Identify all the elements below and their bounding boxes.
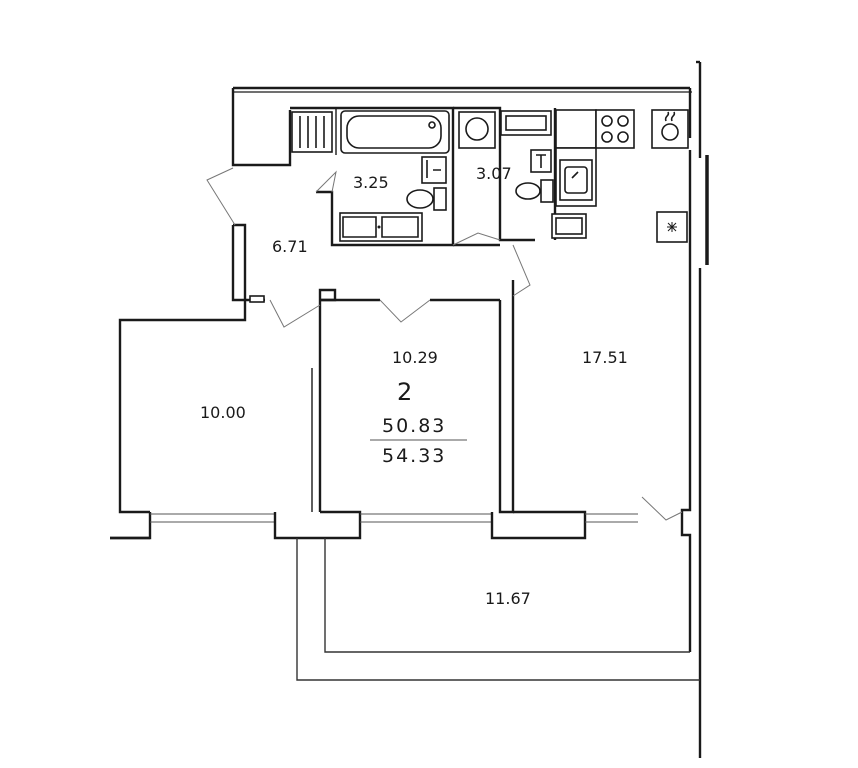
- washing-machine-icon: [551, 213, 587, 239]
- room-area-bathroom: 3.25: [353, 173, 389, 192]
- area-total: 54.33: [382, 445, 446, 467]
- radiator-icon: [291, 111, 333, 153]
- washing-machine-icon: [339, 212, 423, 242]
- toilet-icon: [406, 187, 447, 211]
- room-area-kitchen-living: 17.51: [582, 348, 628, 367]
- area-living: 50.83: [382, 415, 446, 437]
- room-area-wc: 3.07: [476, 164, 512, 183]
- room-area-hallway: 6.71: [272, 237, 308, 256]
- stove-icon: [595, 109, 635, 149]
- toilet-icon: [515, 179, 554, 203]
- room-area-bedroom-left: 10.00: [200, 403, 246, 422]
- room-area-balcony: 11.67: [485, 589, 531, 608]
- bathtub-icon: [340, 110, 450, 154]
- washbasin-icon: [421, 156, 447, 184]
- washbasin-icon: [500, 110, 552, 173]
- doors: [206, 167, 683, 521]
- rooms-count: 2: [397, 378, 412, 406]
- kitchen-sink-icon: [559, 159, 593, 201]
- room-area-bedroom-center: 10.29: [392, 348, 438, 367]
- gas-boiler-icon: [651, 109, 689, 149]
- ventilation-icon: [656, 211, 688, 243]
- walls: [110, 60, 709, 758]
- washing-machine-icon: [458, 111, 496, 149]
- wall-stub: [249, 295, 265, 303]
